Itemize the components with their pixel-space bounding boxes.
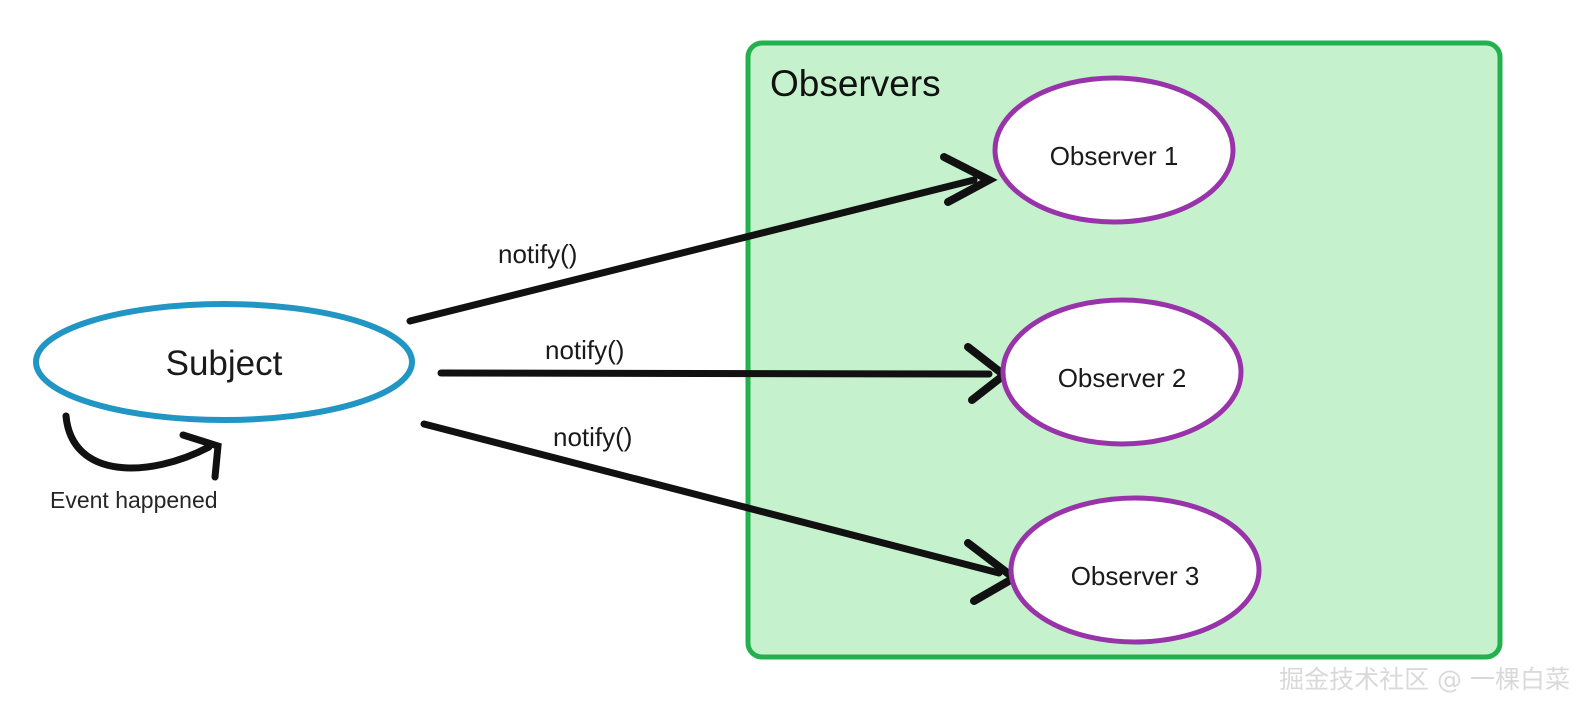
- observer-1-label: Observer 1: [1050, 141, 1179, 171]
- observer-2-label: Observer 2: [1058, 363, 1187, 393]
- notify-edge-3-label: notify(): [553, 422, 632, 452]
- notify-edge-3-line: [420, 420, 1003, 577]
- observer-3-ellipse[interactable]: [1008, 495, 1262, 645]
- observer-3-label: Observer 3: [1071, 561, 1200, 591]
- notify-edge-1-line: [406, 176, 978, 325]
- notify-edge-1-arrowhead: [940, 153, 998, 206]
- observer-2-ellipse[interactable]: [1000, 297, 1244, 447]
- notify-edges: notify() notify() notify(): [406, 153, 1022, 605]
- watermark: 掘金技术社区 @ 一棵白菜: [1279, 665, 1570, 694]
- observer-node-3[interactable]: Observer 3: [1008, 495, 1262, 645]
- observer-node-1[interactable]: Observer 1: [992, 75, 1236, 225]
- event-happened-self-loop: Event happened: [50, 412, 222, 513]
- notify-edge-2-label: notify(): [545, 335, 624, 365]
- observers-group-title: Observers: [770, 63, 941, 104]
- event-happened-arrowhead: [179, 431, 222, 481]
- notify-edge-2-line: [437, 369, 993, 378]
- notify-edge-1-label: notify(): [498, 239, 577, 269]
- subject-ellipse[interactable]: [33, 301, 415, 423]
- subject-node[interactable]: Subject: [33, 301, 415, 423]
- event-happened-label: Event happened: [50, 487, 218, 513]
- observer-node-2[interactable]: Observer 2: [1000, 297, 1244, 447]
- observer-1-ellipse[interactable]: [992, 75, 1236, 225]
- notify-edge-1: [406, 153, 998, 325]
- event-happened-loop-curve: [62, 412, 213, 472]
- subject-label: Subject: [166, 344, 283, 383]
